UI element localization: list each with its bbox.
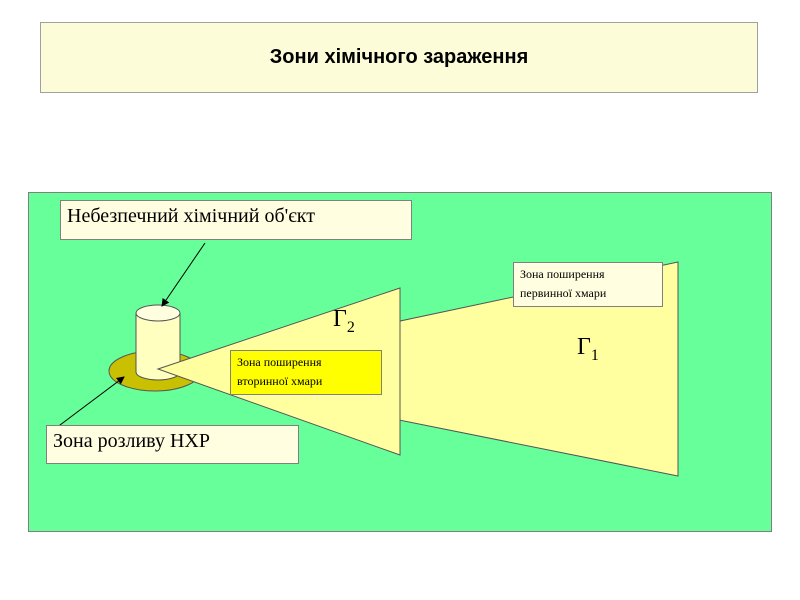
spill-arrow	[55, 376, 125, 429]
gamma1-index: 1	[590, 346, 599, 364]
gamma1-label: Γ1	[577, 334, 599, 365]
object-label: Небезпечний хімічний об'єкт	[60, 200, 412, 240]
gamma2-label: Γ2	[333, 306, 355, 337]
object-arrow	[161, 242, 206, 307]
primary-cloud-label: Зона поширення первинної хмари	[513, 262, 663, 307]
primary-cloud-zone	[159, 261, 679, 477]
spill-label: Зона розливу НХР	[46, 425, 299, 464]
gamma2-symbol: Γ	[333, 306, 347, 332]
secondary-cloud-label: Зона поширення вторинної хмари	[230, 350, 382, 395]
chemical-object-cylinder	[135, 304, 181, 381]
gamma1-symbol: Γ	[577, 334, 591, 360]
page-title: Зони хімічного зараження	[269, 46, 529, 68]
gamma2-index: 2	[346, 318, 355, 336]
title-box: Зони хімічного зараження	[40, 22, 758, 93]
